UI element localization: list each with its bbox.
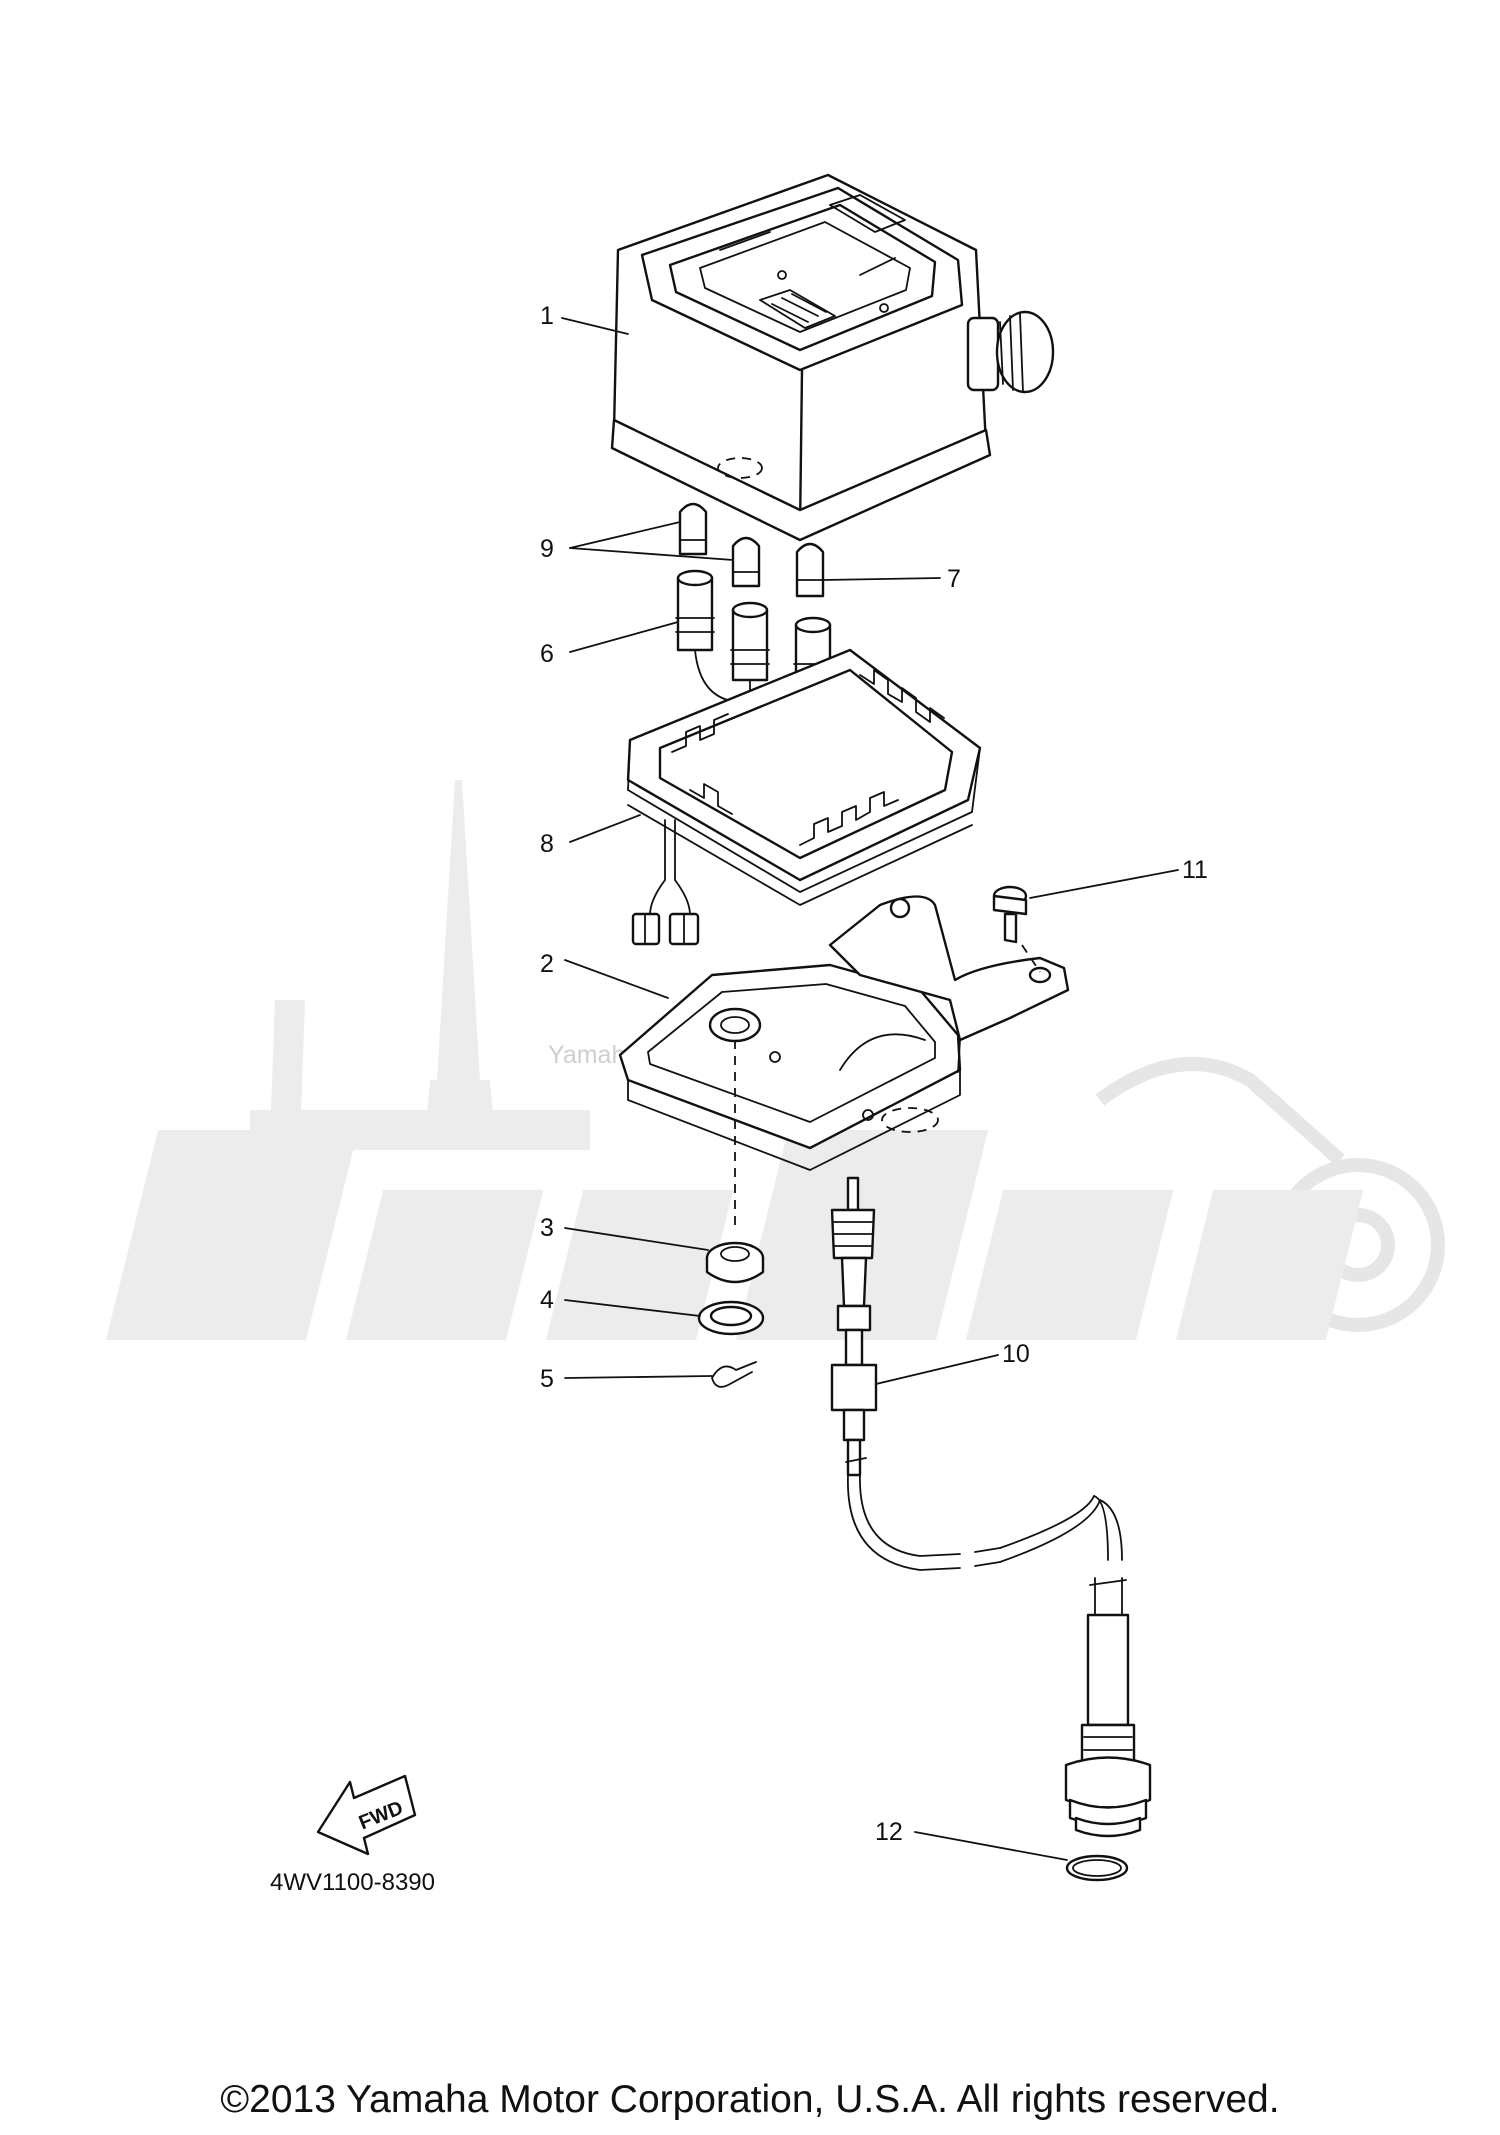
callout-8: 8 bbox=[540, 830, 554, 858]
part-washer bbox=[697, 1300, 765, 1336]
callout-10: 10 bbox=[1002, 1340, 1030, 1368]
part-meter-cable bbox=[830, 1176, 1152, 1838]
part-o-ring bbox=[1065, 1854, 1129, 1882]
part-meter-assembly bbox=[610, 173, 1055, 542]
callout-6: 6 bbox=[540, 640, 554, 668]
part-bulbs bbox=[678, 502, 825, 598]
callout-2: 2 bbox=[540, 950, 554, 978]
callout-12: 12 bbox=[875, 1818, 903, 1846]
part-meter-case-lower bbox=[626, 648, 982, 946]
part-meter-bracket bbox=[618, 895, 1070, 1171]
fwd-direction-arrow: FWD bbox=[316, 1774, 417, 1856]
callout-labels: 1 2 3 4 5 6 7 8 9 10 11 12 bbox=[540, 302, 1208, 1846]
callout-3: 3 bbox=[540, 1214, 554, 1242]
leader-lines bbox=[561, 317, 1179, 1861]
callout-4: 4 bbox=[540, 1286, 554, 1314]
diagram-code: 4WV1100-8390 bbox=[270, 1869, 435, 1896]
callout-11: 11 bbox=[1182, 856, 1208, 884]
callout-9: 9 bbox=[540, 535, 554, 563]
part-grommet bbox=[705, 1241, 765, 1284]
part-clip bbox=[711, 1361, 757, 1388]
callout-7: 7 bbox=[947, 565, 961, 593]
copyright-notice: ©2013 Yamaha Motor Corporation, U.S.A. A… bbox=[220, 2078, 1280, 2121]
callout-1: 1 bbox=[540, 302, 554, 330]
part-bolt bbox=[992, 885, 1041, 973]
callout-5: 5 bbox=[540, 1365, 554, 1393]
